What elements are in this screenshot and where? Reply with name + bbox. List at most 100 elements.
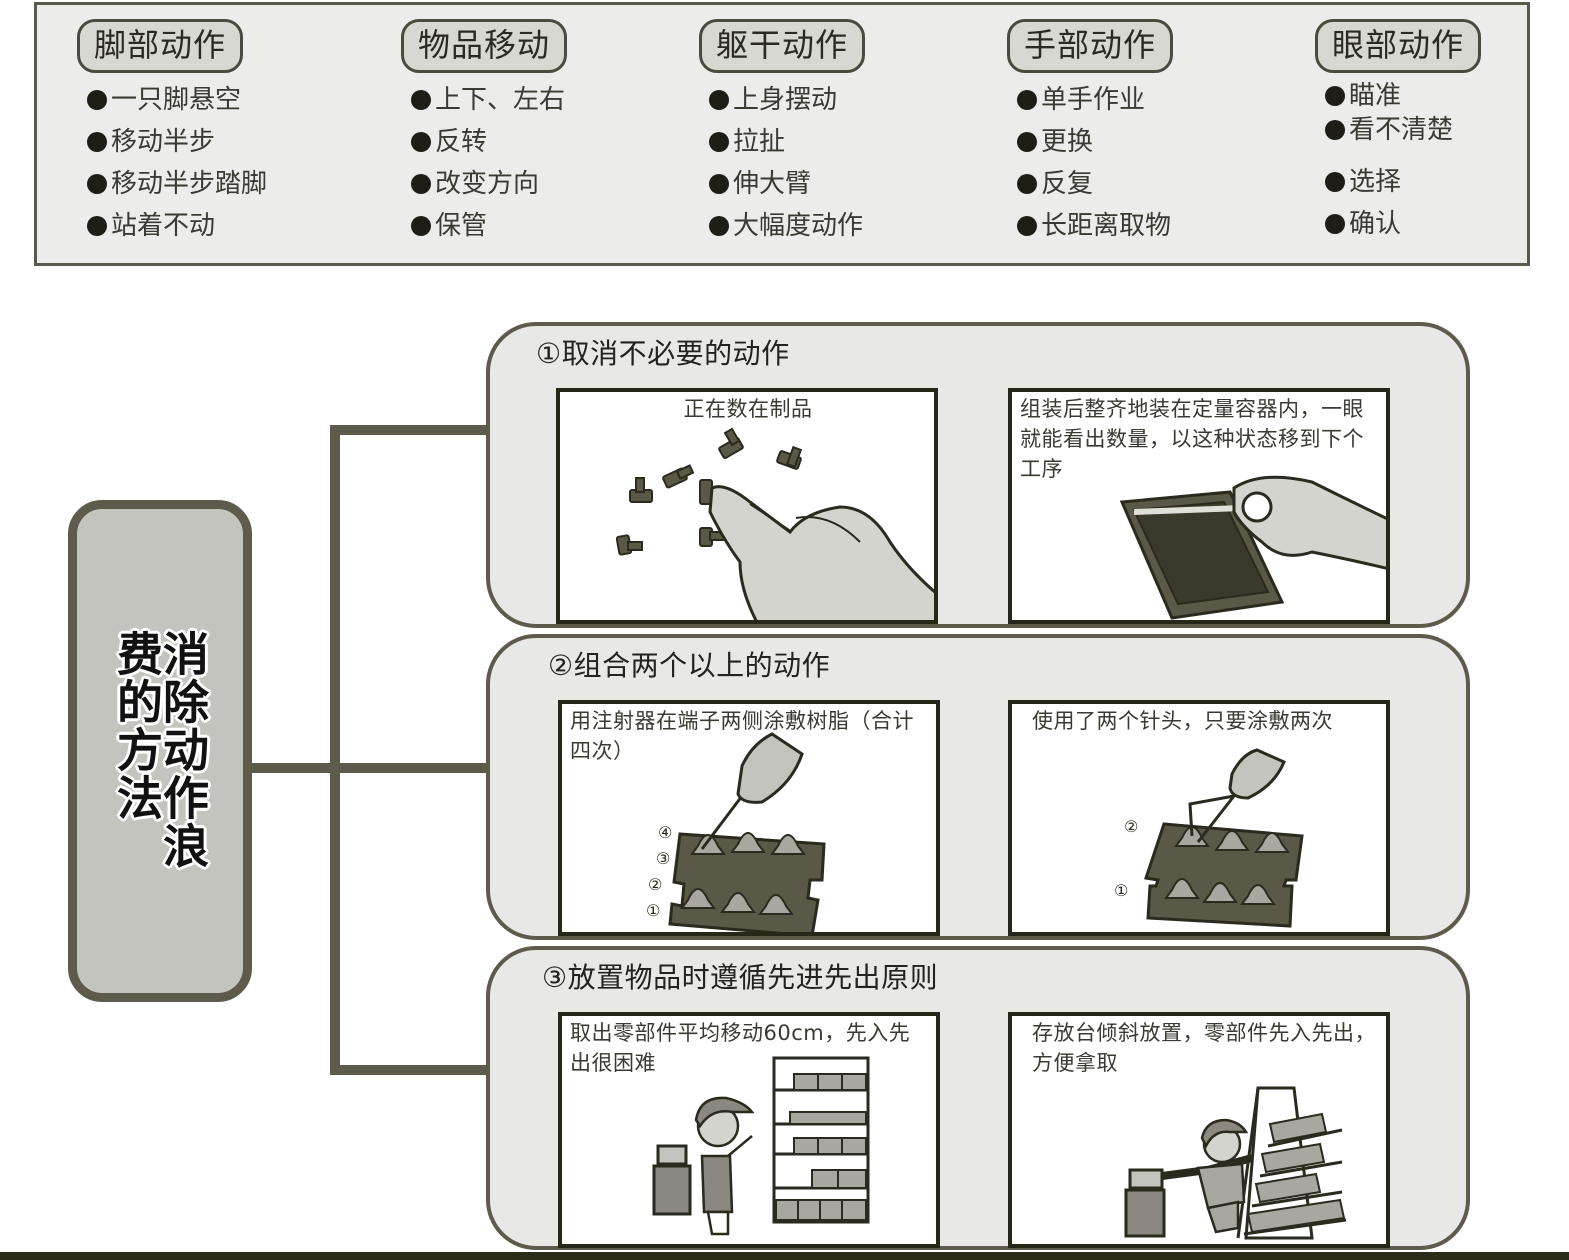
- section-combine-motions: ②组合两个以上的动作 用注射器在端子两侧涂敷树脂（合计四次） ④ ③ ② ① 使…: [486, 634, 1470, 940]
- upright-shelf-icon: [772, 1056, 870, 1224]
- panel-caption: 用注射器在端子两侧涂敷树脂（合计四次）: [570, 709, 914, 763]
- category-item: 大幅度动作: [709, 205, 865, 247]
- worker-inclined-rack-illustration: [1124, 1086, 1347, 1240]
- bullet-icon: [411, 216, 431, 236]
- panel-after: 使用了两个针头，只要涂敷两次 ② ①: [1008, 700, 1390, 936]
- step-markers: ④ ③ ② ①: [646, 823, 672, 920]
- category-item: 更换: [1017, 121, 1173, 163]
- section-title: ②组合两个以上的动作: [548, 649, 831, 682]
- marker-1: ①: [1114, 881, 1128, 900]
- terminal-icons: [1164, 826, 1290, 905]
- bullet-icon: [87, 132, 107, 152]
- syringe-single-needle-illustration: ④ ③ ② ①: [646, 732, 826, 932]
- marker-2: ②: [1124, 817, 1138, 836]
- category-item: 瞄准: [1325, 79, 1481, 113]
- terminal-icons: [680, 832, 806, 915]
- category-item: 看不清楚: [1325, 113, 1481, 147]
- bullet-icon: [709, 132, 729, 152]
- panel-before: 正在数在制品: [556, 388, 938, 624]
- category-title: 眼部动作: [1315, 19, 1482, 73]
- bullet-icon: [411, 90, 431, 110]
- bullet-icon: [411, 132, 431, 152]
- bullet-icon: [1325, 120, 1345, 140]
- inclined-rack-icon: [1236, 1086, 1347, 1240]
- category-item: 上下、左右: [411, 79, 567, 121]
- bullet-icon: [1017, 132, 1037, 152]
- hand-holding-tray-illustration: [1119, 475, 1386, 620]
- connector-branch-2-stub: [330, 763, 490, 773]
- bullet-icon: [1017, 216, 1037, 236]
- category-eye: 眼部动作 瞄准 看不清楚 选择 确认: [1315, 19, 1482, 245]
- panel-caption: 取出零部件平均移动60cm，先入先出很困难: [570, 1021, 911, 1075]
- category-item: 保管: [411, 205, 567, 247]
- panel-caption: 组装后整齐地装在定量容器内，一眼就能看出数量，以这种状态移到下个工序: [1020, 397, 1364, 481]
- panel-before: 取出零部件平均移动60cm，先入先出很困难: [558, 1012, 940, 1248]
- category-item: 移动半步: [87, 121, 267, 163]
- bullet-icon: [87, 174, 107, 194]
- bullet-icon: [87, 90, 107, 110]
- category-title: 物品移动: [401, 19, 568, 73]
- category-item: 反复: [1017, 163, 1173, 205]
- category-object: 物品移动 上下、左右 反转 改变方向 保管: [401, 19, 568, 247]
- parts-box-icon: [1124, 1168, 1166, 1238]
- category-item: 上身摆动: [709, 79, 865, 121]
- bullet-icon: [1325, 214, 1345, 234]
- needle-icon: [700, 795, 744, 850]
- connector-branch-1: [330, 425, 490, 435]
- category-item: 长距离取物: [1017, 205, 1173, 247]
- connector-trunk: [330, 425, 340, 1075]
- category-title: 躯干动作: [699, 19, 866, 73]
- marker-1: ①: [646, 901, 660, 920]
- category-item: 拉扯: [709, 121, 865, 163]
- syringe-icon: [736, 732, 804, 804]
- connector-branch-3: [330, 1065, 490, 1075]
- category-title: 脚部动作: [77, 19, 244, 73]
- category-item: 站着不动: [87, 205, 267, 247]
- bullet-icon: [87, 216, 107, 236]
- bullet-icon: [709, 90, 729, 110]
- marker-4: ④: [658, 823, 672, 842]
- tray-icon: [1119, 490, 1285, 620]
- syringe-double-needle-illustration: ② ①: [1114, 748, 1304, 928]
- category-item: 移动半步踏脚: [87, 163, 267, 205]
- panel-after: 存放台倾斜放置，零部件先入先出，方便拿取: [1008, 1012, 1390, 1248]
- category-torso: 躯干动作 上身摆动 拉扯 伸大臂 大幅度动作: [699, 19, 866, 247]
- hand-counting-parts-illustration: [615, 427, 934, 620]
- panel-caption: 使用了两个针头，只要涂敷两次: [1032, 709, 1333, 733]
- panel-after: 组装后整齐地装在定量容器内，一眼就能看出数量，以这种状态移到下个工序: [1008, 388, 1390, 624]
- hand-icon: [708, 485, 934, 620]
- bullet-icon: [709, 216, 729, 236]
- parts-box-icon: [652, 1144, 692, 1216]
- bullet-icon: [709, 174, 729, 194]
- bullet-icon: [1017, 90, 1037, 110]
- category-item: 反转: [411, 121, 567, 163]
- section-eliminate-unnecessary: ①取消不必要的动作 正在数在制品 组装后整齐地装在定量容器内，一眼就能看出数量，…: [486, 322, 1470, 628]
- category-item: 单手作业: [1017, 79, 1173, 121]
- root-label: 消除动作浪费的方法: [110, 630, 210, 870]
- section-title: ③放置物品时遵循先进先出原则: [542, 961, 939, 994]
- bullet-icon: [1017, 174, 1037, 194]
- root-node: 消除动作浪费的方法: [68, 500, 252, 1002]
- section-title: ①取消不必要的动作: [536, 337, 790, 370]
- hand-icon: [1232, 475, 1386, 570]
- panel-caption: 正在数在制品: [683, 397, 813, 421]
- section-fifo-placement: ③放置物品时遵循先进先出原则 取出零部件平均移动60cm，先入先出很困难: [486, 946, 1470, 1250]
- double-needle-icon: [1188, 794, 1236, 843]
- bullet-icon: [1325, 86, 1345, 106]
- worker-upright-shelf-illustration: [652, 1056, 870, 1236]
- worker-icon: [694, 1096, 755, 1236]
- bullet-icon: [411, 174, 431, 194]
- marker-2: ②: [648, 875, 662, 894]
- worker-icon: [1161, 1118, 1254, 1234]
- motion-categories-panel: 脚部动作 一只脚悬空 移动半步 移动半步踏脚 站着不动 物品移动 上下、左右 反…: [34, 2, 1530, 266]
- panel-caption: 存放台倾斜放置，零部件先入先出，方便拿取: [1032, 1021, 1376, 1075]
- category-item: 确认: [1325, 203, 1481, 245]
- category-item: 选择: [1325, 161, 1481, 203]
- category-item: 伸大臂: [709, 163, 865, 205]
- category-hand: 手部动作 单手作业 更换 反复 长距离取物: [1007, 19, 1174, 247]
- bullet-icon: [1325, 172, 1345, 192]
- step-markers: ② ①: [1114, 817, 1138, 900]
- category-item: 改变方向: [411, 163, 567, 205]
- category-item: 一只脚悬空: [87, 79, 267, 121]
- marker-3: ③: [656, 849, 670, 868]
